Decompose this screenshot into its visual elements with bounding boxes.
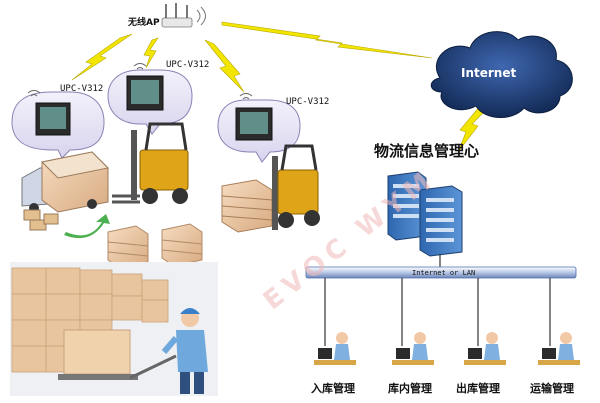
- wireless-links: [71, 21, 489, 153]
- terminal-1: UPC-V312: [11, 84, 105, 159]
- return-arrow-icon: [64, 214, 110, 239]
- workstation-transport: 运输管理: [530, 332, 580, 395]
- floor-pallets: [107, 223, 203, 269]
- forklift-1-wheel: [172, 188, 188, 204]
- wifi-icon: [133, 63, 147, 70]
- worker-cap: [180, 308, 200, 314]
- wifi-signal-icon: [196, 6, 206, 26]
- server-cluster: [387, 171, 463, 257]
- forklift-1-wheel: [142, 188, 158, 204]
- wireless-link-terminal-3: [204, 39, 245, 93]
- workstation-in-warehouse-label: 库内管理: [388, 381, 432, 395]
- wireless-ap-label: 无线AP: [127, 16, 160, 28]
- workstation-in-warehouse: 库内管理: [388, 332, 434, 395]
- forklift-1-body: [139, 149, 189, 191]
- terminal-2-screen: [131, 80, 159, 104]
- person-at-desk-icon: [464, 332, 506, 365]
- worker-body: [176, 330, 208, 372]
- forklift-1-cage: [144, 122, 188, 151]
- wireless-link-server: [457, 105, 489, 153]
- person-at-desk-icon: [538, 332, 580, 365]
- truck-wheel: [87, 199, 97, 209]
- wireless-link-terminal-1: [71, 33, 133, 81]
- forklift-2-load: [221, 179, 273, 233]
- forklift-2-wheel: [304, 210, 320, 226]
- pallet-truck: [58, 329, 177, 380]
- workstation-inbound-label: 入库管理: [311, 381, 355, 395]
- cloud-icon: [430, 31, 573, 118]
- forklift-2-mast: [272, 156, 278, 230]
- workstation-inbound: 入库管理: [311, 332, 356, 395]
- center-title: 物流信息管理心: [374, 142, 479, 160]
- workstation-transport-label: 运输管理: [530, 381, 574, 395]
- workstation-outbound-label: 出库管理: [456, 381, 500, 395]
- person-at-desk-icon: [392, 332, 434, 365]
- terminal-3-label: UPC-V312: [286, 97, 329, 107]
- forklift-2-body: [277, 169, 319, 215]
- forklift-1: [112, 122, 189, 204]
- terminal-2-label: UPC-V312: [166, 60, 209, 70]
- delivery-truck: [21, 151, 110, 239]
- server-rack-right: [419, 185, 463, 257]
- wifi-icon: [27, 90, 41, 97]
- terminal-3-screen: [240, 112, 268, 134]
- workstation-outbound: 出库管理: [456, 332, 506, 395]
- terminal-3: UPC-V312: [217, 93, 329, 163]
- wifi-icon: [239, 93, 253, 100]
- terminal-1-screen: [40, 107, 66, 129]
- wireless-link-terminal-2: [143, 37, 159, 69]
- forklift-2: [221, 144, 320, 233]
- network-bus-bar: [305, 266, 577, 279]
- internet-cloud-label: Internet: [461, 66, 516, 80]
- pallet-stack: [161, 223, 203, 267]
- warehouse-photo: [10, 262, 218, 396]
- warehouse-worker: [161, 308, 208, 394]
- network-bus: Internet or LAN: [305, 254, 577, 346]
- terminal-2: UPC-V312: [107, 60, 209, 135]
- internet-cloud: Internet: [430, 31, 573, 118]
- network-bus-label: Internet or LAN: [412, 269, 475, 277]
- forklift-2-cage: [280, 144, 318, 171]
- forklift-2-wheel: [278, 212, 294, 228]
- person-at-desk-icon: [314, 332, 356, 365]
- pallet-stack: [107, 225, 149, 269]
- forklift-1-mast: [131, 130, 137, 200]
- terminal-1-label: UPC-V312: [60, 84, 103, 94]
- router-body: [161, 17, 193, 28]
- wireless-link-cloud: [221, 21, 433, 59]
- wireless-ap: 无线AP: [127, 3, 206, 28]
